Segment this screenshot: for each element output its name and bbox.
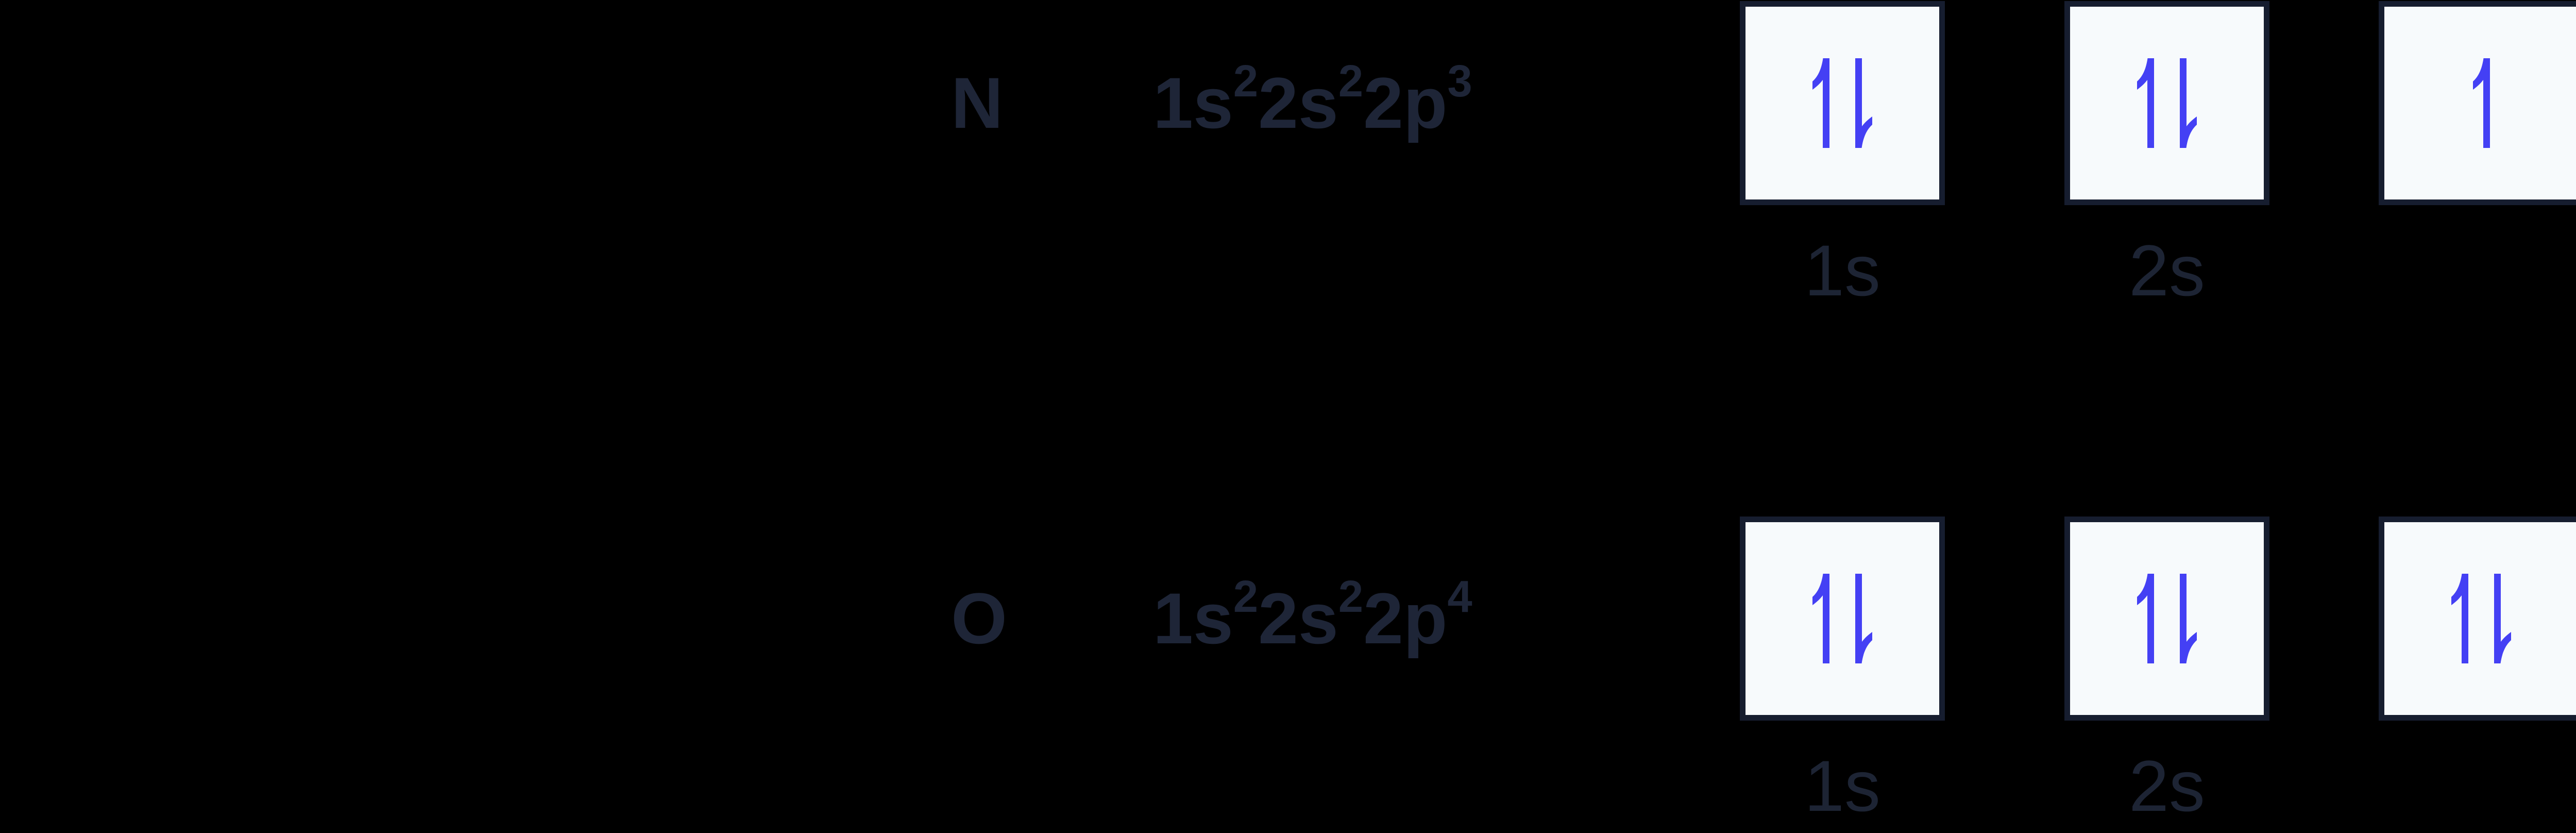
element-symbol: N [951, 62, 1004, 143]
orbital-boxes [1740, 1, 1945, 205]
down-arrow-icon [1855, 58, 1872, 148]
down-arrow-icon [2180, 574, 2197, 663]
orbital-box [1740, 1, 1945, 205]
config-subshell: 1s [1153, 62, 1233, 143]
orbital-boxes [2379, 1, 2576, 205]
config-subshell: 1s [1153, 578, 1233, 659]
orbital-box [1740, 517, 1945, 721]
orbital-label: 2s [2129, 745, 2205, 826]
element-row: N1s22s22p31s2s2p [0, 0, 2576, 309]
up-arrow-icon [1812, 574, 1829, 663]
orbital-boxes [1740, 517, 1945, 721]
up-arrow-icon [2473, 58, 2490, 148]
config-subshell: 2s [1258, 578, 1338, 659]
orbital-boxes [2379, 517, 2576, 721]
orbital-label: 2p [2379, 750, 2576, 822]
config-subshell: 2p [1363, 578, 1448, 659]
orbital-boxes [2064, 517, 2269, 721]
element-row: O1s22s22p41s2s2p [0, 515, 2576, 825]
orbital-box [2064, 517, 2269, 721]
element-symbol: O [951, 578, 1007, 659]
config-subshell: 2p [1363, 62, 1448, 143]
up-arrow-icon [2137, 58, 2154, 148]
down-arrow-icon [1855, 574, 1872, 663]
orbital-label: 2p [2379, 235, 2576, 307]
down-arrow-icon [2494, 574, 2511, 663]
orbital-label: 1s [1804, 745, 1880, 826]
orbital-box [2379, 517, 2576, 721]
orbital-box [2379, 1, 2576, 205]
up-arrow-icon [1812, 58, 1829, 148]
orbital-label: 1s [1804, 230, 1880, 311]
down-arrow-icon [2180, 58, 2197, 148]
orbital-boxes [2064, 1, 2269, 205]
up-arrow-icon [2451, 574, 2468, 663]
up-arrow-icon [2137, 574, 2154, 663]
orbital-box [2064, 1, 2269, 205]
config-subshell: 2s [1258, 62, 1338, 143]
orbital-label: 2s [2129, 230, 2205, 311]
